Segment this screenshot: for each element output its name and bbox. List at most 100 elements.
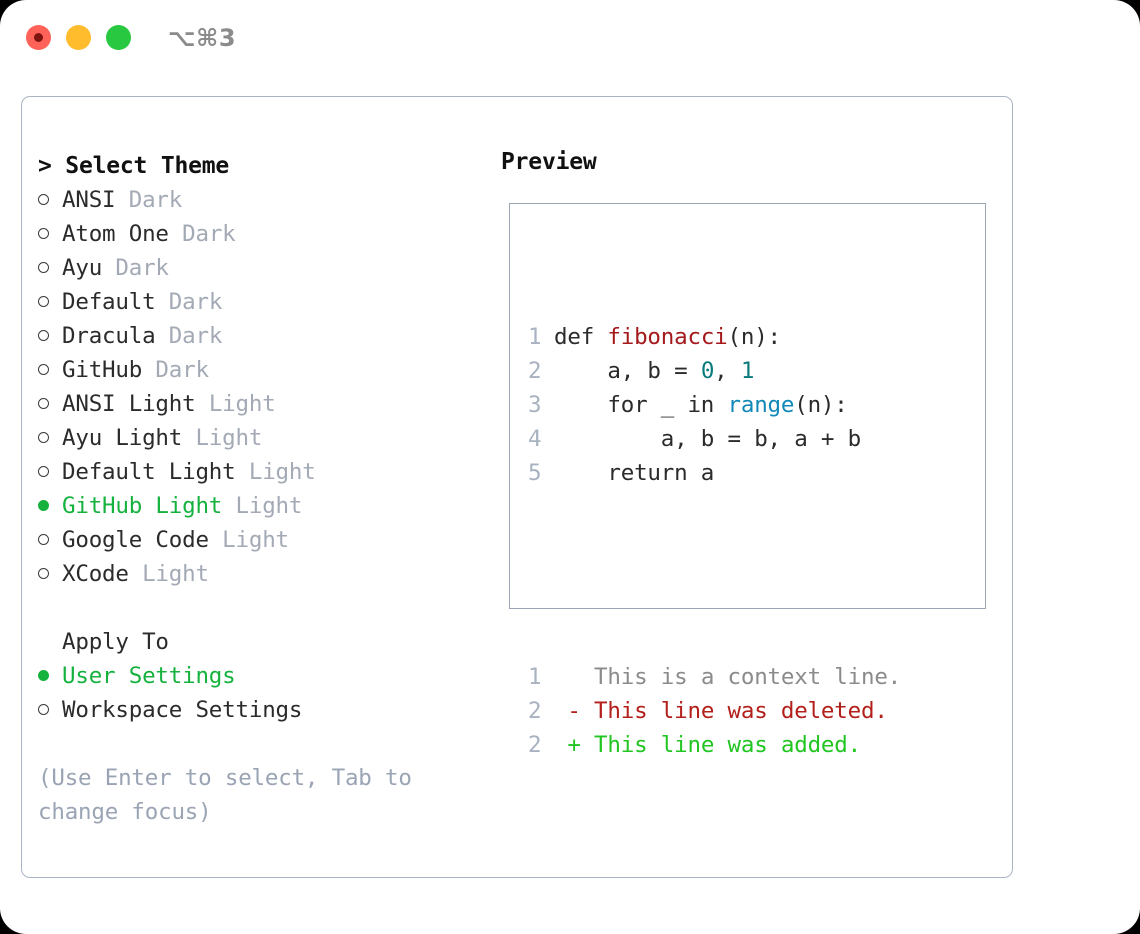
minimize-button[interactable] <box>66 25 91 50</box>
keyboard-shortcut-label: ⌥⌘3 <box>168 24 237 52</box>
theme-name: GitHub <box>62 357 143 383</box>
diff-sign: + <box>554 732 581 758</box>
diff-block: 1 This is a context line.2 - This line w… <box>528 660 901 762</box>
theme-name: Default Light <box>62 459 236 485</box>
close-button[interactable] <box>26 25 51 50</box>
code-token: range <box>727 392 795 418</box>
theme-name: XCode <box>62 561 129 587</box>
apply-to-option-user-settings[interactable]: User Settings <box>38 659 468 693</box>
theme-variant-tag: Light <box>222 493 303 519</box>
code-token: , <box>714 358 741 384</box>
code-line: 4 a, b = b, a + b <box>528 422 901 456</box>
theme-variant-tag: Light <box>182 425 263 451</box>
diff-text: This is a context line. <box>580 664 902 690</box>
theme-variant-tag: Dark <box>155 289 223 315</box>
theme-name: Ayu Light <box>62 425 183 451</box>
code-token: a, b = <box>554 358 701 384</box>
code-token: fibonacci <box>607 324 728 350</box>
theme-name: GitHub Light <box>62 493 223 519</box>
theme-option-ansi-light[interactable]: ANSI Light Light <box>38 387 468 421</box>
theme-name: ANSI Light <box>62 391 196 417</box>
line-number: 1 <box>528 324 542 350</box>
radio-unselected-icon <box>38 387 62 421</box>
theme-variant-tag: Dark <box>102 255 169 281</box>
theme-option-dracula[interactable]: Dracula Dark <box>38 319 468 353</box>
theme-option-default[interactable]: Default Dark <box>38 285 468 319</box>
line-number: 2 <box>528 358 542 384</box>
apply-to-label: User Settings <box>62 663 236 689</box>
apply-to-label: Workspace Settings <box>62 697 303 723</box>
theme-option-ayu[interactable]: Ayu Dark <box>38 251 468 285</box>
theme-variant-tag: Dark <box>115 187 183 213</box>
theme-name: Dracula <box>62 323 156 349</box>
code-token: a, b = b, a + b <box>554 426 861 452</box>
theme-variant-tag: Light <box>208 527 289 553</box>
theme-name: Atom One <box>62 221 169 247</box>
theme-name: Default <box>62 289 156 315</box>
radio-unselected-icon <box>38 693 62 727</box>
diff-line: 2 - This line was deleted. <box>528 694 901 728</box>
apply-to-option-workspace-settings[interactable]: Workspace Settings <box>38 693 468 727</box>
title-bar: ⌥⌘3 <box>0 0 1140 78</box>
theme-variant-tag: Light <box>128 561 209 587</box>
radio-unselected-icon <box>38 251 62 285</box>
theme-variant-tag: Light <box>235 459 316 485</box>
theme-option-xcode[interactable]: XCode Light <box>38 557 468 591</box>
theme-option-atom-one[interactable]: Atom One Dark <box>38 217 468 251</box>
theme-variant-tag: Dark <box>142 357 209 383</box>
radio-unselected-icon <box>38 421 62 455</box>
code-line: 3 for _ in range(n): <box>528 388 901 422</box>
keyboard-hint-text: (Use Enter to select, Tab to change focu… <box>38 765 412 825</box>
code-line: 5 return a <box>528 456 901 490</box>
radio-unselected-icon <box>38 455 62 489</box>
select-theme-header: > Select Theme <box>38 153 230 179</box>
preview-header: Preview <box>501 149 597 175</box>
line-number: 5 <box>528 460 542 486</box>
line-number: 3 <box>528 392 542 418</box>
code-token: (n): <box>727 324 782 350</box>
diff-text: This line was added. <box>580 732 861 758</box>
radio-selected-icon <box>38 659 62 693</box>
code-token: 1 <box>740 358 755 384</box>
theme-option-default-light[interactable]: Default Light Light <box>38 455 468 489</box>
code-token: 0 <box>700 358 715 384</box>
radio-unselected-icon <box>38 183 62 217</box>
window-controls <box>26 25 131 50</box>
radio-unselected-icon <box>38 523 62 557</box>
radio-selected-icon <box>38 489 62 523</box>
line-number: 2 <box>528 698 542 724</box>
diff-sign <box>554 664 581 690</box>
theme-option-github-light[interactable]: GitHub Light Light <box>38 489 468 523</box>
radio-unselected-icon <box>38 285 62 319</box>
maximize-button[interactable] <box>106 25 131 50</box>
theme-variant-tag: Dark <box>168 221 236 247</box>
theme-option-github[interactable]: GitHub Dark <box>38 353 468 387</box>
theme-option-ansi[interactable]: ANSI Dark <box>38 183 468 217</box>
code-token: return a <box>554 460 715 486</box>
theme-name: ANSI <box>62 187 116 213</box>
apply-to-header: Apply To <box>62 629 169 655</box>
blank-line-spacer <box>528 558 901 592</box>
diff-line: 2 + This line was added. <box>528 728 901 762</box>
radio-unselected-icon <box>38 217 62 251</box>
theme-option-ayu-light[interactable]: Ayu Light Light <box>38 421 468 455</box>
radio-unselected-icon <box>38 557 62 591</box>
code-token: for _ in <box>554 392 728 418</box>
diff-text: This line was deleted. <box>580 698 888 724</box>
code-token: (n): <box>794 392 848 418</box>
line-number: 2 <box>528 732 542 758</box>
theme-option-google-code[interactable]: Google Code Light <box>38 523 468 557</box>
line-number: 4 <box>528 426 542 452</box>
code-line: 2 a, b = 0, 1 <box>528 354 901 388</box>
line-number: 1 <box>528 664 542 690</box>
theme-name: Google Code <box>62 527 209 553</box>
diff-sign: - <box>554 698 581 724</box>
diff-line: 1 This is a context line. <box>528 660 901 694</box>
